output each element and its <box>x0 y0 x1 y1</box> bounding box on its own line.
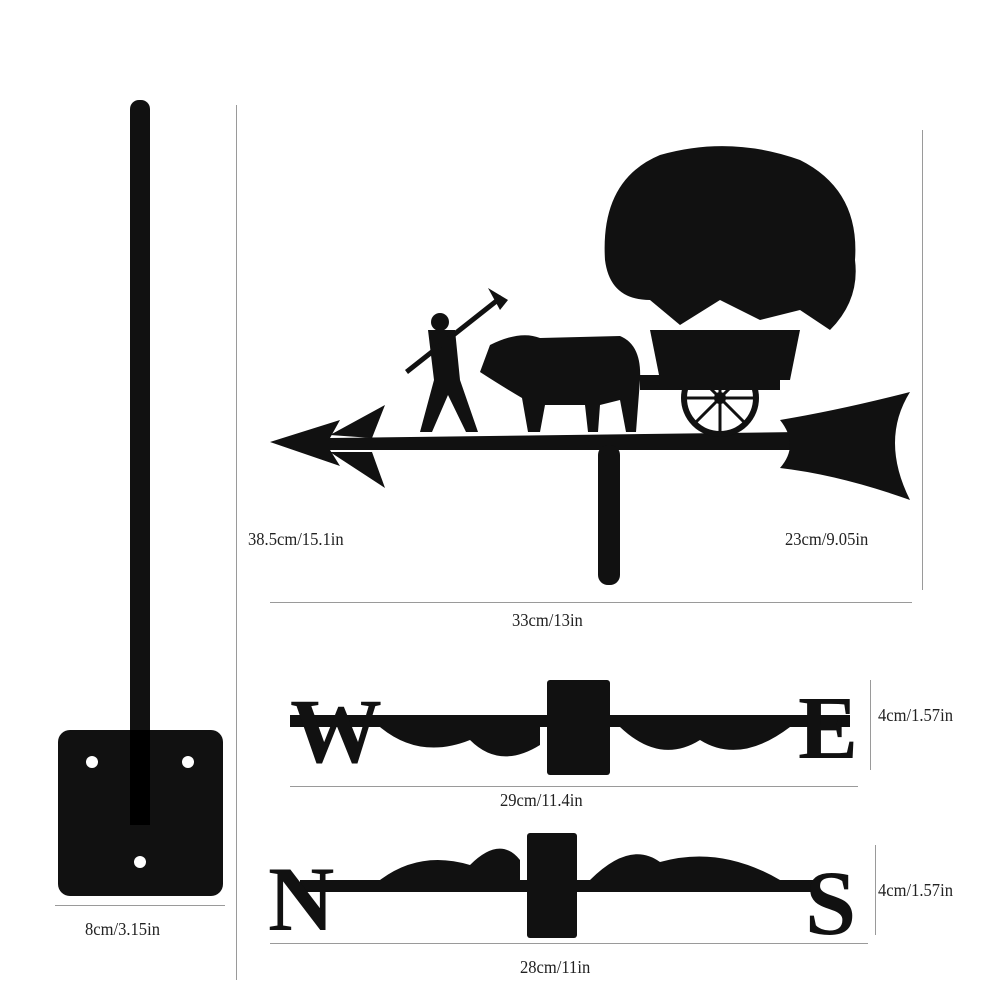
pole-height-line <box>236 105 237 980</box>
letter-w: W <box>290 680 382 782</box>
letter-n: N <box>268 848 334 950</box>
base-width-line <box>55 905 225 906</box>
we-width-label: 29cm/11.4in <box>500 790 583 810</box>
pole <box>130 100 150 825</box>
we-height-label: 4cm/1.57in <box>878 705 953 725</box>
ns-width-label: 28cm/11in <box>520 957 591 977</box>
vane-height-line <box>922 130 923 590</box>
letter-s: S <box>805 852 856 954</box>
letter-e: E <box>798 679 858 778</box>
we-width-line <box>290 786 858 787</box>
pole-size-label: 38.5cm/15.1in <box>248 529 344 549</box>
vane-height-label: 23cm/9.05in <box>785 529 869 549</box>
vane-width-label: 33cm/13in <box>512 610 583 630</box>
we-bar-silhouette: W E <box>290 679 858 782</box>
ns-height-label: 4cm/1.57in <box>878 880 953 900</box>
vane-width-line <box>270 602 912 603</box>
ns-width-line <box>270 943 868 944</box>
base-size-label: 8cm/3.15in <box>85 919 160 939</box>
ns-bar-silhouette: N S <box>268 833 856 954</box>
vane-silhouette <box>270 146 910 585</box>
ns-height-line <box>875 845 876 935</box>
we-height-line <box>870 680 871 770</box>
